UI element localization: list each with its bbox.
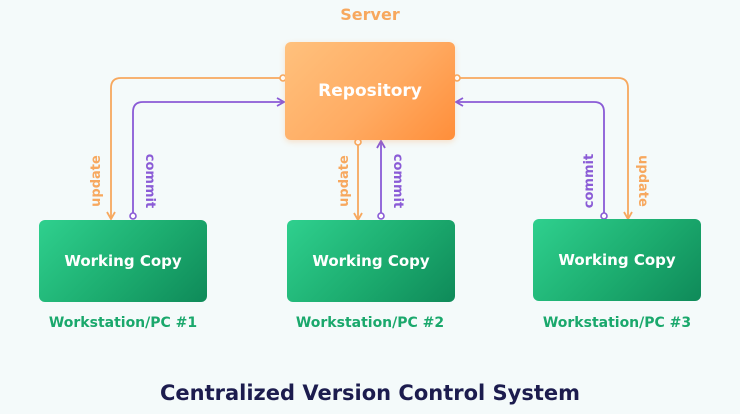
working-copy-box-1: Working Copy [39, 220, 207, 302]
working-copy-label-3: Working Copy [558, 251, 676, 269]
commit-label-3: commit [582, 154, 597, 208]
commit-arrow-3 [454, 97, 605, 216]
update-label-3: update [635, 155, 650, 207]
update-arrow-3 [457, 77, 633, 221]
diagram-title: Centralized Version Control System [159, 381, 581, 405]
repository-box: Repository [285, 42, 455, 140]
repository-label: Repository [318, 81, 422, 101]
update-arrow-1 [106, 77, 283, 221]
working-copy-box-3: Working Copy [533, 219, 701, 301]
commit-label-1: commit [142, 154, 157, 208]
workstation-label-2: Workstation/PC #2 [295, 315, 445, 331]
working-copy-box-2: Working Copy [287, 220, 455, 302]
commit-arrow-1 [132, 97, 286, 216]
working-copy-label-1: Working Copy [64, 252, 182, 270]
commit-label-2: commit [390, 154, 405, 208]
workstation-label-3: Workstation/PC #3 [542, 315, 692, 331]
update-label-1: update [89, 155, 104, 207]
commit-start-dot-1 [129, 212, 137, 220]
workstation-label-1: Workstation/PC #1 [48, 315, 198, 331]
update-label-2: update [337, 155, 352, 207]
server-label: Server [340, 5, 400, 24]
commit-start-dot-2 [377, 212, 385, 220]
working-copy-label-2: Working Copy [312, 252, 430, 270]
